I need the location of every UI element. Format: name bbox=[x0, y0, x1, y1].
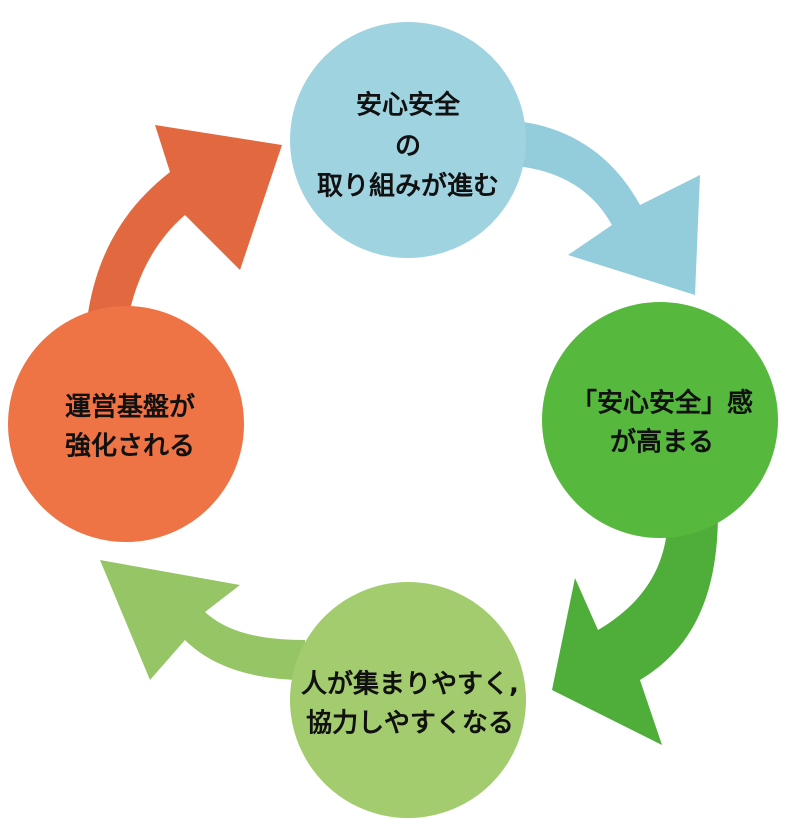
arrow-shaft bbox=[85, 125, 282, 340]
step-1-label-line-2: の bbox=[395, 132, 421, 162]
step-4-label-line-1: 運営基盤が bbox=[65, 392, 195, 423]
arrow-step2-to-step3 bbox=[552, 513, 718, 745]
cycle-step-3: 人が集まりやすく, 協力しやすくなる bbox=[290, 582, 526, 818]
step-4-circle bbox=[8, 306, 244, 542]
arrow-shaft bbox=[495, 120, 700, 295]
arrow-shaft bbox=[100, 560, 305, 680]
arrow-shaft bbox=[552, 513, 718, 745]
step-2-label-line-1: 「安心安全」感 bbox=[571, 388, 753, 419]
step-1-circle bbox=[290, 22, 526, 258]
step-3-label-line-2: 協力しやすくなる bbox=[306, 709, 514, 739]
cycle-step-4: 運営基盤が 強化される bbox=[8, 306, 244, 542]
arrow-step3-to-step4 bbox=[100, 560, 305, 680]
arrow-step4-to-step1 bbox=[85, 125, 282, 340]
cycle-step-2: 「安心安全」感 が高まる bbox=[542, 302, 778, 538]
step-2-label-line-2: が高まる bbox=[610, 427, 714, 458]
step-1-label-line-3: 取り組みが進む bbox=[317, 171, 499, 202]
step-3-label-line-1: 人が集まりやすく, bbox=[301, 669, 519, 700]
step-3-circle bbox=[290, 582, 526, 818]
step-4-label-line-2: 強化される bbox=[65, 432, 195, 462]
cycle-step-1: 安心安全 の 取り組みが進む bbox=[290, 22, 526, 258]
step-2-circle bbox=[542, 302, 778, 538]
arrow-step1-to-step2 bbox=[495, 120, 700, 295]
step-1-label-line-1: 安心安全 bbox=[356, 90, 461, 121]
